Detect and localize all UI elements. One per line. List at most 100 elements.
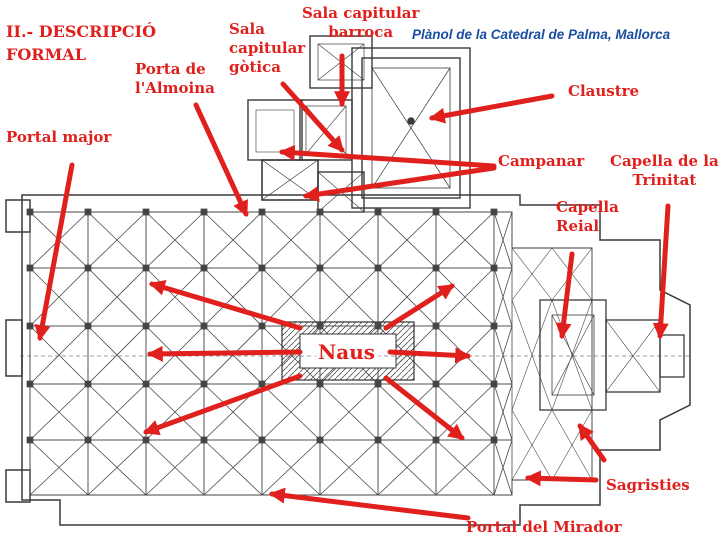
pillar — [316, 380, 324, 388]
pillar — [84, 436, 92, 444]
pillar — [374, 380, 382, 388]
arrow-sagristies-b — [577, 423, 607, 463]
label-capella-reial: Capella Reial — [556, 198, 619, 235]
pillar — [84, 380, 92, 388]
pillar — [432, 322, 440, 330]
vault-rib — [261, 439, 321, 496]
vault-rib — [87, 211, 147, 269]
pillar — [432, 264, 440, 272]
pillar — [142, 380, 150, 388]
plan-title: Plànol de la Catedral de Palma, Mallorca — [412, 27, 671, 42]
pillar — [432, 208, 440, 216]
label-sala-capitular-gotica: Sala capitular gòtica — [229, 20, 306, 76]
vault-rib — [319, 211, 379, 269]
pillar — [142, 436, 150, 444]
chapel-rib — [551, 409, 593, 481]
pillar — [258, 322, 266, 330]
vault-rib — [203, 267, 263, 327]
pillar — [84, 264, 92, 272]
vault-rib — [493, 325, 513, 385]
pillar — [258, 380, 266, 388]
callout-arrows — [34, 53, 671, 521]
arrow-naus-e — [387, 347, 472, 364]
pillar — [26, 380, 34, 388]
vault-rib — [493, 439, 513, 496]
chapel-rib — [511, 409, 553, 481]
pillar — [142, 264, 150, 272]
arrow-sala-gotica — [280, 81, 345, 153]
vault-rib — [435, 383, 495, 441]
label-sala-capitular-barroca: Sala capitular barroca — [302, 4, 420, 41]
arrow-capella-reial — [555, 251, 575, 340]
arrow-naus-sw — [142, 373, 303, 436]
vault-rib — [377, 439, 437, 496]
label-sagristies: Sagristies — [606, 476, 690, 494]
pillar — [432, 436, 440, 444]
arrow-portal-mirador — [268, 487, 471, 521]
pillar — [490, 436, 498, 444]
vault-rib — [319, 267, 379, 327]
label-campanar: Campanar — [498, 152, 585, 170]
vault-rib — [319, 439, 379, 496]
pillar — [200, 436, 208, 444]
vault-rib — [493, 383, 513, 441]
pillar — [200, 264, 208, 272]
pillar — [432, 380, 440, 388]
apse-structure — [20, 299, 690, 411]
vault-rib — [319, 383, 379, 441]
arrow-porta-almoina — [193, 102, 249, 217]
pillar — [26, 208, 34, 216]
pillar — [258, 208, 266, 216]
label-naus: Naus — [314, 340, 380, 364]
pillar — [490, 380, 498, 388]
vault-rib — [493, 211, 513, 269]
vault-rib — [145, 211, 205, 269]
vault-rib — [261, 267, 321, 327]
section-title: II.- DESCRIPCIÓ FORMAL — [6, 22, 157, 64]
pillar — [142, 208, 150, 216]
vault-rib — [203, 211, 263, 269]
vault-rib — [377, 267, 437, 327]
label-capella-trinitat: Capella de la Trinitat — [610, 152, 719, 189]
pillar — [374, 264, 382, 272]
pillar — [258, 264, 266, 272]
vault-rib — [435, 211, 495, 269]
arrow-naus-se — [383, 375, 465, 441]
arrow-capella-trinitat — [652, 203, 671, 340]
vault-rib — [29, 325, 89, 385]
arrow-campanar-b — [302, 165, 497, 203]
vault-rib — [493, 267, 513, 327]
pillar — [26, 264, 34, 272]
vault-rib — [87, 439, 147, 496]
chapel-rib — [551, 299, 593, 411]
pillar — [200, 322, 208, 330]
vault-rib — [203, 439, 263, 496]
vault-rib — [377, 211, 437, 269]
pillar — [200, 208, 208, 216]
vault-rib — [145, 267, 205, 327]
vault-rib — [261, 383, 321, 441]
vault-rib — [29, 383, 89, 441]
label-claustre: Claustre — [568, 82, 640, 100]
vault-rib — [87, 267, 147, 327]
vault-rib — [261, 211, 321, 269]
pillar — [258, 436, 266, 444]
vault-rib — [435, 267, 495, 327]
arrow-sagristies-a — [524, 470, 599, 487]
label-portal-major: Portal major — [6, 128, 112, 146]
arrow-naus-nw — [148, 279, 303, 331]
pillar — [374, 436, 382, 444]
vault-bay — [493, 439, 513, 496]
pillar — [200, 380, 208, 388]
pillar — [374, 208, 382, 216]
vault-rib — [29, 267, 89, 327]
pillar — [26, 322, 34, 330]
chapel-rib — [511, 247, 553, 301]
vault-rib — [87, 325, 147, 385]
label-portal-mirador: Portal del Mirador — [466, 518, 622, 536]
pillar — [490, 322, 498, 330]
arrow-naus-w — [146, 345, 303, 362]
arrow-naus-ne — [383, 283, 455, 331]
vault-rib — [145, 439, 205, 496]
arrow-portal-major — [34, 162, 75, 342]
